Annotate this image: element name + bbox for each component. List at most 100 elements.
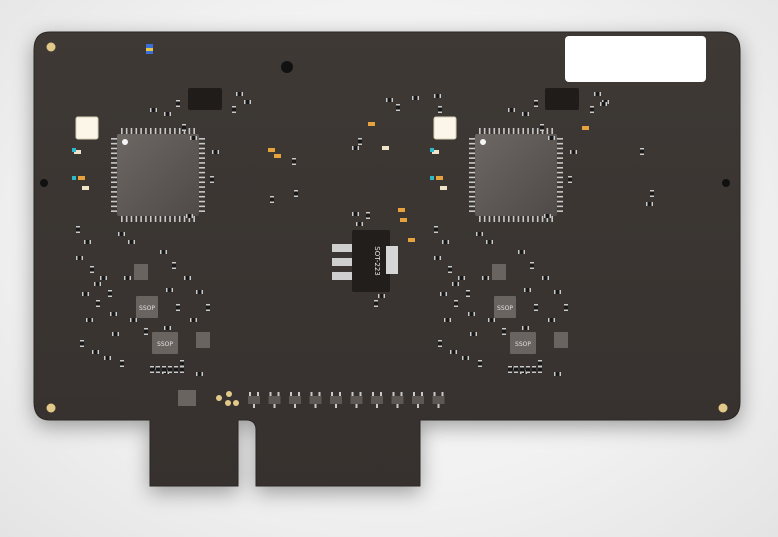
smd-end <box>534 100 538 102</box>
smd-end <box>150 366 154 368</box>
smd-end <box>236 92 238 96</box>
smd-end <box>468 312 470 316</box>
smd-passive <box>438 340 442 347</box>
smd-passive <box>162 366 166 373</box>
smd-passive <box>530 262 534 269</box>
smd-passive <box>196 290 203 294</box>
smd-passive <box>120 360 124 367</box>
smd-end <box>176 100 180 102</box>
qfp-pin <box>125 128 128 134</box>
smd-end <box>458 276 460 280</box>
smd-end <box>544 214 546 218</box>
smd-end <box>182 124 186 126</box>
smd-end <box>439 256 441 260</box>
smd-end <box>182 129 186 131</box>
smd-end <box>383 294 385 298</box>
smd-passive <box>96 300 100 307</box>
mounting-hole-top <box>281 61 293 73</box>
smd-end <box>590 106 594 108</box>
qfp-pin <box>512 216 515 222</box>
smd-passive <box>292 158 296 165</box>
smd-end <box>133 240 135 244</box>
sot-223-regulator: SOT-223 <box>332 230 398 292</box>
qfp-pin <box>164 216 167 222</box>
ssop-label: SSOP <box>497 305 513 312</box>
smd-passive <box>190 136 197 140</box>
sot-lead <box>417 404 419 408</box>
smd-end <box>549 214 551 218</box>
smd-end <box>82 292 84 296</box>
smd-passive <box>368 122 375 126</box>
smd-passive <box>396 104 400 111</box>
smd-end <box>526 371 530 373</box>
qfp-pin <box>557 142 563 145</box>
qfp-pin <box>557 157 563 159</box>
qfp-pin <box>522 216 525 222</box>
qfp-pin <box>199 176 205 179</box>
smd-end <box>169 112 171 116</box>
smd-end <box>391 98 393 102</box>
qfp-pin <box>193 216 195 222</box>
smd-end <box>447 240 449 244</box>
qfp-pin <box>507 216 510 222</box>
qfp-pin <box>199 205 205 208</box>
qfp-pin <box>557 195 563 198</box>
qfp-pin <box>199 181 205 184</box>
qfp-pin <box>174 216 176 222</box>
sot-lead <box>310 392 313 396</box>
smd-passive <box>534 304 538 311</box>
mounting-pad-top-left <box>46 42 56 52</box>
smd-passive <box>76 256 83 260</box>
smd-end <box>166 288 168 292</box>
smd-passive <box>436 176 443 180</box>
smd-end <box>575 150 577 154</box>
sot-lead <box>400 392 403 396</box>
smd-end <box>538 360 542 362</box>
smd-end <box>478 360 482 362</box>
smd-end <box>538 371 542 373</box>
smd-end <box>164 112 166 116</box>
smd-end <box>84 240 86 244</box>
smd-end <box>164 326 166 330</box>
sot-small <box>289 396 301 404</box>
smd-passive <box>184 276 191 280</box>
qfp-pin <box>178 216 181 222</box>
smd-end <box>554 290 556 294</box>
smd-end <box>442 240 444 244</box>
smd-passive <box>570 150 577 154</box>
qfp-pin <box>199 157 205 159</box>
qfp-pin <box>159 216 162 222</box>
smd-end <box>109 356 111 360</box>
smd-end <box>195 136 197 140</box>
smd-passive <box>110 312 117 316</box>
smd-passive <box>534 100 538 107</box>
smd-end <box>169 326 171 330</box>
smd-end <box>651 202 653 206</box>
qfp-pin <box>121 216 123 222</box>
smd-end <box>96 305 100 307</box>
smd-end <box>162 371 166 373</box>
smd-end <box>150 108 152 112</box>
smd-passive <box>486 240 493 244</box>
smd-passive <box>210 176 214 183</box>
smd-passive <box>168 366 172 373</box>
qfp-pin <box>469 195 475 198</box>
smd-passive <box>538 360 542 367</box>
qfp-pin <box>469 152 475 155</box>
smd-end <box>417 96 419 100</box>
sot-lead <box>314 404 317 408</box>
smd-end <box>542 276 544 280</box>
qfp-pin <box>164 128 167 134</box>
smd-end <box>448 271 452 273</box>
ssop-chip-right-1: SSOP <box>494 296 516 318</box>
smd-passive <box>432 150 439 154</box>
smd-end <box>438 106 442 108</box>
smd-end <box>118 232 120 236</box>
smd-passive <box>448 266 452 273</box>
sot-lead <box>318 392 321 396</box>
qfp-pin <box>532 216 534 222</box>
smd-end <box>195 318 197 322</box>
smd-end <box>524 288 526 292</box>
smd-end <box>487 276 489 280</box>
smd-passive <box>180 360 184 367</box>
